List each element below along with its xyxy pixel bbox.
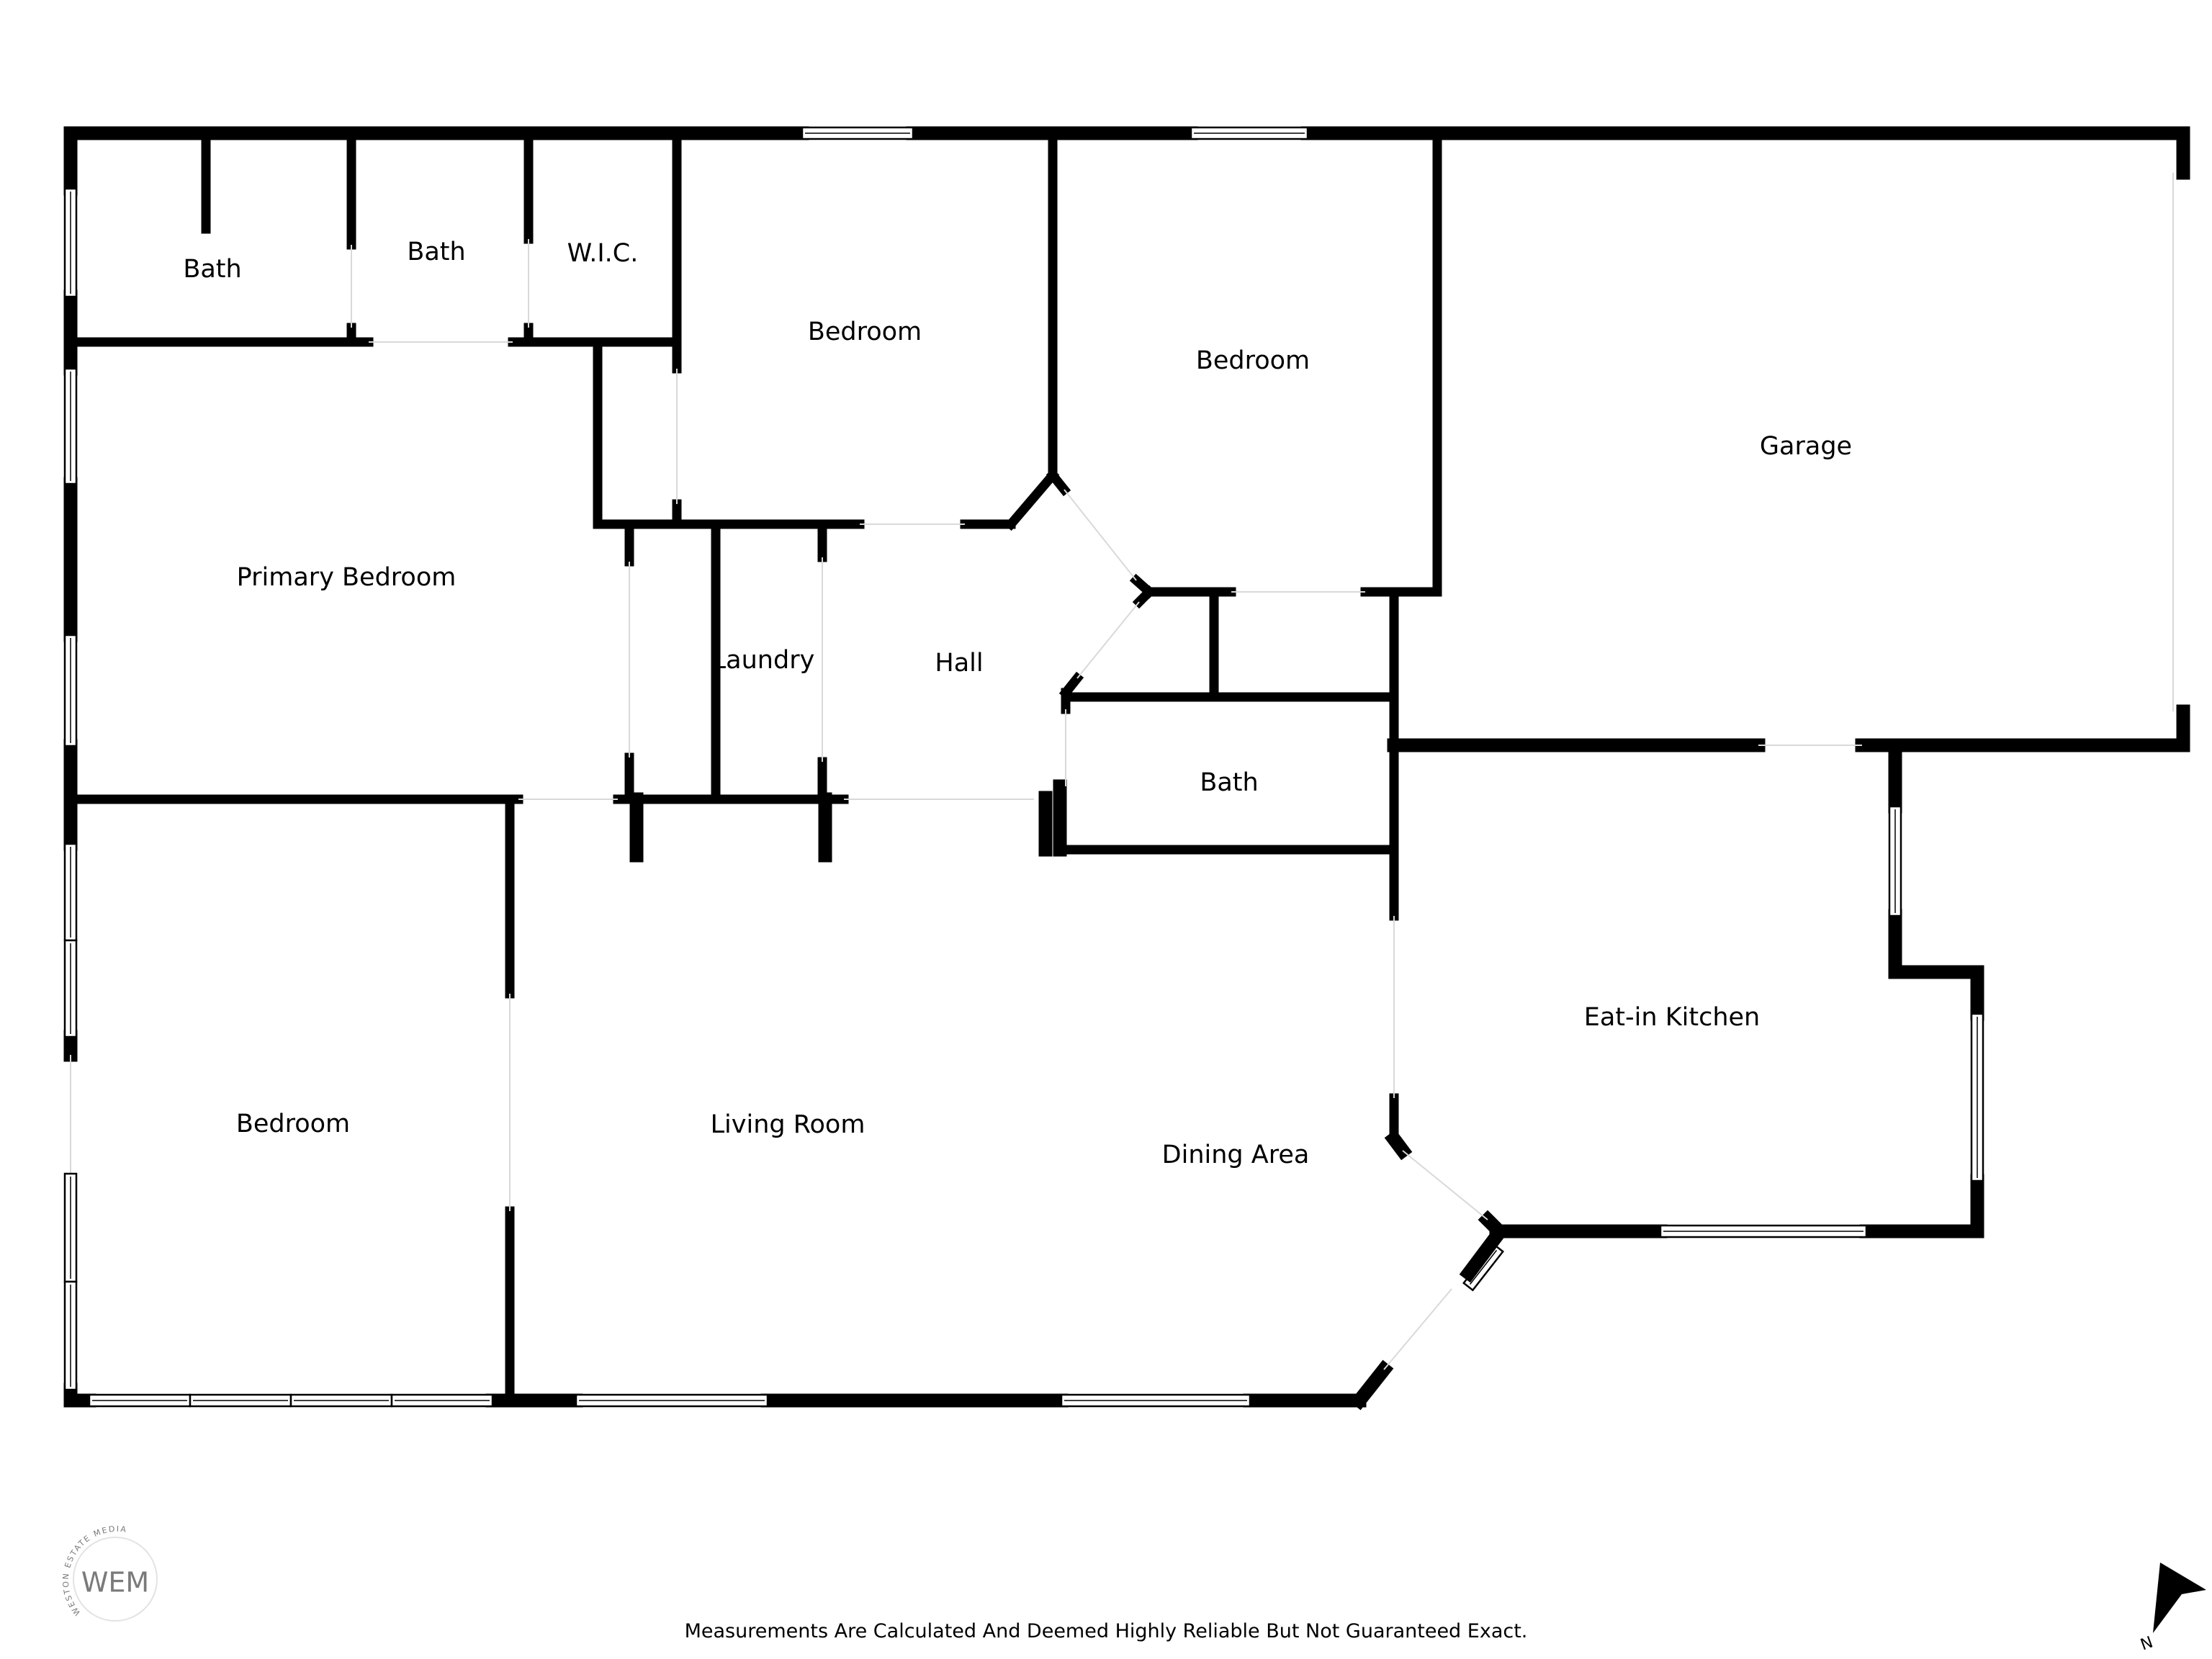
- room-label-hall: Hall: [935, 649, 983, 678]
- room-label-living-room: Living Room: [711, 1110, 866, 1139]
- room-label-dining-area: Dining Area: [1162, 1141, 1310, 1169]
- room-label-garage: Garage: [1760, 432, 1852, 461]
- window: [189, 1393, 292, 1408]
- window: [63, 367, 78, 485]
- window: [63, 634, 78, 747]
- door-openings: [70, 173, 2174, 1220]
- measurement-disclaimer: Measurements Are Calculated And Deemed H…: [684, 1620, 1528, 1642]
- window: [1888, 805, 1902, 917]
- window: [63, 939, 78, 1038]
- window: [1970, 1012, 1984, 1182]
- company-logo: WESTON ESTATE MEDIA WEM: [61, 1524, 158, 1622]
- room-label-bedroom: Bedroom: [1196, 346, 1310, 375]
- compass-arrow-icon: [2153, 1563, 2206, 1633]
- room-label-bath: Bath: [407, 238, 465, 266]
- window: [1190, 126, 1309, 140]
- logo-ring: [73, 1537, 158, 1622]
- window: [88, 1393, 192, 1408]
- room-labels: Bath Bath W.I.C. Bedroom Bedroom Garage …: [183, 238, 1852, 1169]
- window: [575, 1393, 769, 1408]
- room-label-bedroom: Bedroom: [236, 1110, 350, 1138]
- interior-walls: [71, 135, 1442, 1406]
- room-label-bath: Bath: [1200, 768, 1258, 797]
- diagonal-opening: [1383, 1288, 1452, 1370]
- room-label-bath: Bath: [183, 255, 241, 284]
- window: [63, 1280, 78, 1391]
- window: [390, 1393, 494, 1408]
- window: [63, 1172, 78, 1283]
- window: [289, 1393, 393, 1408]
- window: [63, 842, 78, 942]
- room-label-eat-in-kitchen: Eat-in Kitchen: [1584, 1003, 1761, 1032]
- window: [1060, 1393, 1251, 1408]
- room-label-bedroom: Bedroom: [808, 318, 922, 346]
- exterior-walls: [63, 126, 2190, 1411]
- window: [63, 187, 78, 298]
- logo-monogram: WEM: [81, 1567, 149, 1599]
- window: [801, 126, 914, 140]
- room-label-primary-bedroom: Primary Bedroom: [237, 563, 457, 592]
- wall-segment: [1459, 1223, 1509, 1283]
- room-label-wic: W.I.C.: [567, 239, 639, 268]
- room-label-laundry: Laundry: [712, 646, 815, 675]
- windows: [63, 126, 1984, 1408]
- window: [1659, 1224, 1868, 1238]
